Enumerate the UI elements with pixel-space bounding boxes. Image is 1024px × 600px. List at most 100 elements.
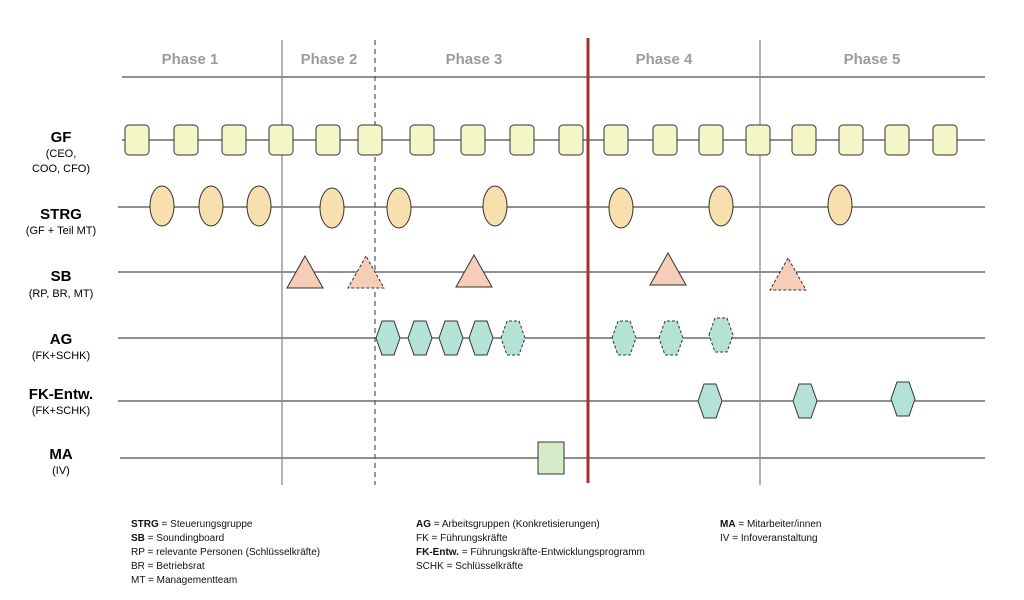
ag-meeting	[375, 320, 401, 356]
ag-meeting	[468, 320, 494, 356]
strg-meeting	[246, 185, 272, 227]
legend-entry: SB = Soundingboard	[131, 532, 320, 546]
lane-sub-gf-1: (CEO,	[46, 148, 77, 160]
lane-sub-ma-1: (IV)	[52, 465, 70, 477]
ag-meeting	[438, 320, 464, 356]
gf-meeting	[838, 124, 864, 156]
sb-meeting	[286, 254, 324, 289]
legend-abbr: SCHK	[416, 561, 444, 572]
legend-entry: MT = Managementteam	[131, 574, 320, 588]
gf-meeting	[315, 124, 341, 156]
strg-meeting	[827, 184, 853, 226]
legend-definition: = Soundingboard	[144, 533, 225, 544]
fk-entw-session	[792, 383, 818, 419]
lane-sub-fk-1: (FK+SCHK)	[32, 405, 90, 417]
gf-meeting	[652, 124, 678, 156]
legend-abbr: RP	[131, 547, 145, 558]
gf-meeting	[460, 124, 486, 156]
legend-entry: FK = Führungskräfte	[416, 532, 645, 546]
legend-abbr: FK	[416, 533, 429, 544]
sb-meeting-tentative	[347, 254, 385, 289]
lane-label-sb: SB	[51, 268, 72, 285]
gf-meeting	[124, 124, 150, 156]
lane-sub-sb-1: (RP, BR, MT)	[29, 288, 94, 300]
phase-4-title: Phase 4	[636, 51, 693, 68]
sb-meetings	[286, 251, 807, 291]
lane-sub-gf-2: COO, CFO)	[32, 163, 90, 175]
ag-meeting	[407, 320, 433, 356]
legend-definition: = Führungskräfte-Entwicklungsprogramm	[458, 547, 645, 558]
legend-abbr: IV	[720, 533, 730, 544]
gf-meeting	[221, 124, 247, 156]
gf-meeting	[409, 124, 435, 156]
gf-meeting	[558, 124, 584, 156]
lane-sub-ag-1: (FK+SCHK)	[32, 350, 90, 362]
gf-meeting	[884, 124, 910, 156]
gf-meeting	[603, 124, 629, 156]
gf-meeting	[509, 124, 535, 156]
legend-definition: = Arbeitsgruppen (Konkretisierungen)	[431, 519, 600, 530]
legend-entry: FK-Entw. = Führungskräfte-Entwicklungspr…	[416, 546, 645, 560]
legend-column-2: AG = Arbeitsgruppen (Konkretisierungen)F…	[416, 518, 645, 574]
fk-entw-session	[697, 383, 723, 419]
lane-label-strg: STRG	[40, 206, 82, 223]
lane-label-ma: MA	[49, 446, 72, 463]
gf-meeting	[791, 124, 817, 156]
phase-2-title: Phase 2	[301, 51, 358, 68]
fk-entw-sessions	[697, 381, 916, 419]
strg-meetings	[149, 184, 853, 229]
legend-definition: = Steuerungsgruppe	[158, 519, 253, 530]
ag-meeting-tentative	[500, 320, 526, 356]
lane-label-fk: FK-Entw.	[29, 386, 93, 403]
legend-entry: STRG = Steuerungsgruppe	[131, 518, 320, 532]
gf-meeting	[268, 124, 294, 156]
legend-definition: = Infoveranstaltung	[729, 533, 818, 544]
strg-meeting	[608, 187, 634, 229]
legend-abbr: STRG	[131, 519, 159, 530]
legend-abbr: FK-Entw.	[416, 547, 459, 558]
legend-abbr: MA	[720, 519, 736, 530]
gf-meeting	[698, 124, 724, 156]
legend-abbr: MT	[131, 575, 146, 586]
legend-definition: = Führungskräfte	[428, 533, 508, 544]
lane-label-ag: AG	[50, 331, 73, 348]
legend-entry: AG = Arbeitsgruppen (Konkretisierungen)	[416, 518, 645, 532]
phase-1-title: Phase 1	[162, 51, 219, 68]
lane-labels: GF (CEO, COO, CFO) STRG (GF + Teil MT) S…	[26, 129, 96, 477]
ma-info-event	[537, 441, 565, 475]
ag-meeting-tentative	[708, 317, 734, 353]
strg-meeting	[319, 187, 345, 229]
ag-meeting-tentative	[611, 320, 637, 356]
gf-meeting	[173, 124, 199, 156]
phase-3-title: Phase 3	[446, 51, 503, 68]
legend-definition: = relevante Personen (Schlüsselkräfte)	[144, 547, 321, 558]
legend-abbr: BR	[131, 561, 145, 572]
legend-definition: = Mitarbeiter/innen	[735, 519, 822, 530]
ag-meetings	[375, 317, 734, 356]
gf-meeting	[932, 124, 958, 156]
lane-label-gf: GF	[51, 129, 72, 146]
strg-meeting	[482, 185, 508, 227]
lane-lines	[118, 139, 985, 459]
legend-entry: BR = Betriebsrat	[131, 560, 320, 574]
legend-abbr: AG	[416, 519, 431, 530]
sb-meeting	[649, 251, 687, 286]
sb-meeting	[455, 253, 493, 288]
fk-entw-session	[890, 381, 916, 417]
legend-entry: RP = relevante Personen (Schlüsselkräfte…	[131, 546, 320, 560]
strg-meeting	[149, 185, 175, 227]
strg-meeting	[386, 187, 412, 229]
ag-meeting-tentative	[658, 320, 684, 356]
phase-5-title: Phase 5	[844, 51, 901, 68]
legend-entry: IV = Infoveranstaltung	[720, 532, 821, 546]
gf-meeting	[745, 124, 771, 156]
strg-meeting	[198, 185, 224, 227]
legend-definition: = Betriebsrat	[144, 561, 205, 572]
legend-entry: SCHK = Schlüsselkräfte	[416, 560, 645, 574]
gf-meeting	[357, 124, 383, 156]
strg-meeting	[708, 185, 734, 227]
legend-entry: MA = Mitarbeiter/innen	[720, 518, 821, 532]
legend-abbr: SB	[131, 533, 145, 544]
